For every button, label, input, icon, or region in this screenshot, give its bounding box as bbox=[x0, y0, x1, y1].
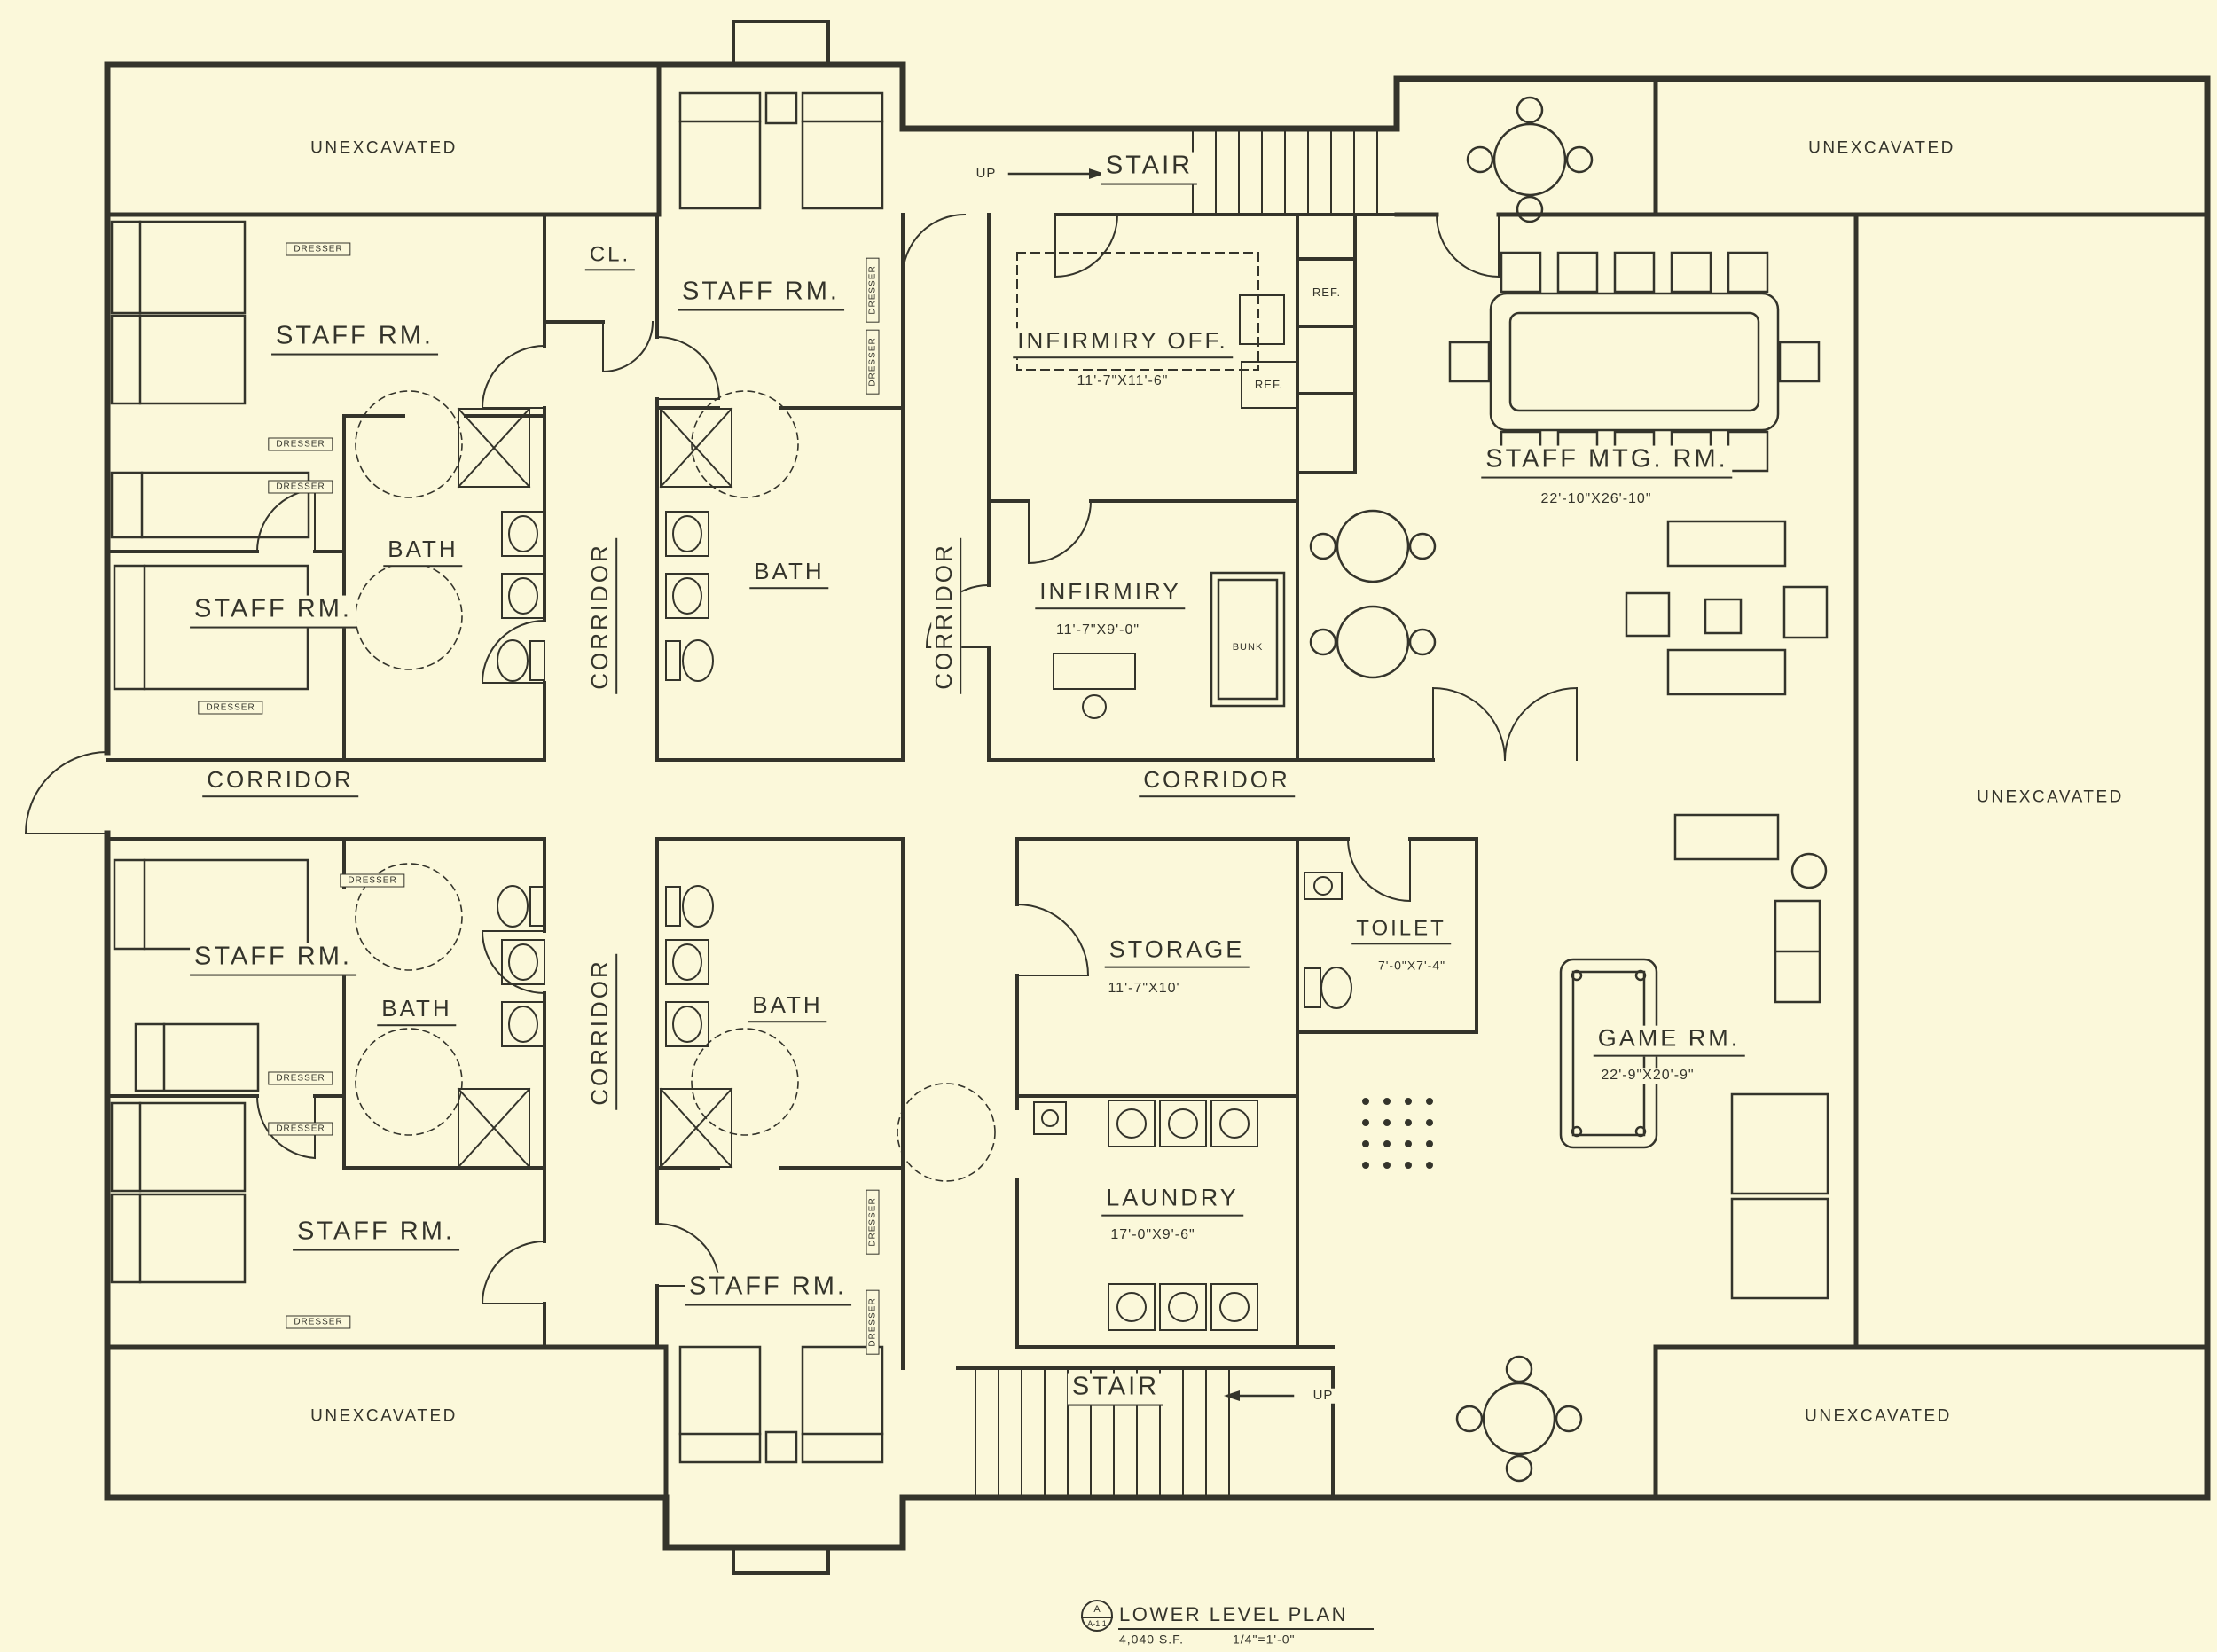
meeting-table bbox=[1448, 251, 1821, 473]
room-label-infirmary-office: INFIRMIRY OFF. bbox=[1013, 328, 1233, 358]
furniture-label-dresser-12: DRESSER bbox=[866, 1289, 880, 1355]
room-label-stair-bottom: STAIR bbox=[1067, 1373, 1164, 1406]
stair-up-label-bottom: UP bbox=[1311, 1387, 1336, 1404]
area-label-unexcavated-bottom-left: UNEXCAVATED bbox=[310, 1406, 458, 1426]
room-label-staff-room-4: STAFF RM. bbox=[190, 943, 356, 976]
label-refrigerator-1: REF. bbox=[1312, 285, 1342, 300]
room-label-corridor-east: CORRIDOR bbox=[1139, 767, 1295, 797]
label-bunk: BUNK bbox=[1232, 641, 1264, 654]
room-dims-infirmary: 11'-7"X9'-0" bbox=[1054, 622, 1142, 638]
room-dims-toilet: 7'-0"X7'-4" bbox=[1375, 958, 1448, 973]
room-dims-storage: 11'-7"X10' bbox=[1106, 981, 1182, 997]
room-label-game-room: GAME RM. bbox=[1593, 1025, 1745, 1057]
interior-walls bbox=[106, 213, 1478, 1499]
laundry-machines bbox=[1033, 1100, 1258, 1331]
room-dims-laundry: 17'-0"X9'-6" bbox=[1108, 1227, 1197, 1243]
room-dims-game-room: 22'-9"X20'-9" bbox=[1599, 1068, 1696, 1084]
infirmary-fixtures bbox=[1016, 252, 1297, 719]
title-block-sheet-number: A-1.1 bbox=[1087, 1619, 1107, 1629]
stair-up-label-top: UP bbox=[974, 165, 999, 182]
round-tables bbox=[1309, 96, 1594, 1483]
furniture-label-dresser-2: DRESSER bbox=[268, 437, 333, 451]
room-dims-infirmary-office: 11'-7"X11'-6" bbox=[1075, 373, 1171, 389]
outer-walls bbox=[104, 61, 2211, 1551]
room-label-staff-room-1: STAFF RM. bbox=[271, 322, 438, 356]
room-label-bath-2: BATH bbox=[749, 559, 829, 589]
title-block-marker-letter: A bbox=[1093, 1603, 1101, 1615]
furniture-label-dresser-10: DRESSER bbox=[286, 1315, 351, 1329]
furniture-label-dresser-9: DRESSER bbox=[268, 1122, 333, 1136]
room-label-corridor-vertical-3: CORRIDOR bbox=[586, 954, 617, 1110]
furniture-label-dresser-5: DRESSER bbox=[866, 257, 880, 323]
furniture-label-dresser-3: DRESSER bbox=[268, 480, 333, 494]
room-label-bath-3: BATH bbox=[377, 996, 457, 1026]
bath-fixtures bbox=[457, 407, 1352, 1169]
title-block-graphics bbox=[1081, 1600, 1374, 1632]
title-block-scale: 1/4"=1'-0" bbox=[1233, 1632, 1296, 1647]
furniture-label-dresser-6: DRESSER bbox=[866, 329, 880, 395]
furniture-label-dresser-4: DRESSER bbox=[198, 701, 263, 715]
game-table-grid bbox=[1362, 1098, 1433, 1169]
lounge-furniture bbox=[1559, 520, 1829, 1300]
furniture-label-dresser-7: DRESSER bbox=[340, 873, 405, 888]
dashed-door-circles bbox=[355, 390, 996, 1182]
room-label-laundry: LAUNDRY bbox=[1101, 1185, 1243, 1217]
area-label-unexcavated-right: UNEXCAVATED bbox=[1977, 787, 2124, 807]
title-block-title: LOWER LEVEL PLAN bbox=[1119, 1602, 1349, 1625]
title-block-area: 4,040 S.F. bbox=[1119, 1632, 1185, 1647]
bay-protrusions bbox=[732, 20, 830, 1575]
room-dims-staff-meeting-room: 22'-10"X26'-10" bbox=[1539, 491, 1654, 507]
stair-treads bbox=[975, 130, 1378, 1496]
room-label-staff-room-5: STAFF RM. bbox=[293, 1217, 459, 1251]
room-label-staff-room-3: STAFF RM. bbox=[190, 595, 356, 629]
room-label-bath-1: BATH bbox=[383, 536, 463, 567]
room-label-toilet: TOILET bbox=[1351, 916, 1451, 945]
room-label-infirmary: INFIRMIRY bbox=[1035, 579, 1186, 609]
furniture-label-dresser-1: DRESSER bbox=[286, 242, 351, 256]
room-label-staff-meeting-room: STAFF MTG. RM. bbox=[1481, 445, 1733, 479]
room-label-staff-room-6: STAFF RM. bbox=[685, 1272, 851, 1306]
room-label-bath-4: BATH bbox=[748, 992, 827, 1022]
room-label-staff-room-2: STAFF RM. bbox=[678, 278, 844, 311]
room-label-corridor-vertical-2: CORRIDOR bbox=[930, 538, 961, 694]
area-label-unexcavated-top-right: UNEXCAVATED bbox=[1808, 138, 1955, 158]
room-label-closet: CL. bbox=[584, 242, 636, 271]
unexcavated-walls bbox=[105, 65, 2210, 1500]
label-refrigerator-2: REF. bbox=[1254, 377, 1284, 392]
room-label-storage: STORAGE bbox=[1104, 936, 1250, 968]
room-label-corridor-west: CORRIDOR bbox=[202, 767, 358, 797]
furniture-label-dresser-8: DRESSER bbox=[268, 1071, 333, 1085]
furniture-label-dresser-11: DRESSER bbox=[866, 1189, 880, 1255]
area-label-unexcavated-bottom-right: UNEXCAVATED bbox=[1805, 1406, 1952, 1426]
room-label-stair-top: STAIR bbox=[1101, 152, 1198, 185]
area-label-unexcavated-top-left: UNEXCAVATED bbox=[310, 138, 458, 158]
room-label-corridor-vertical-1: CORRIDOR bbox=[586, 538, 617, 694]
stair-up-arrows bbox=[1007, 168, 1295, 1401]
